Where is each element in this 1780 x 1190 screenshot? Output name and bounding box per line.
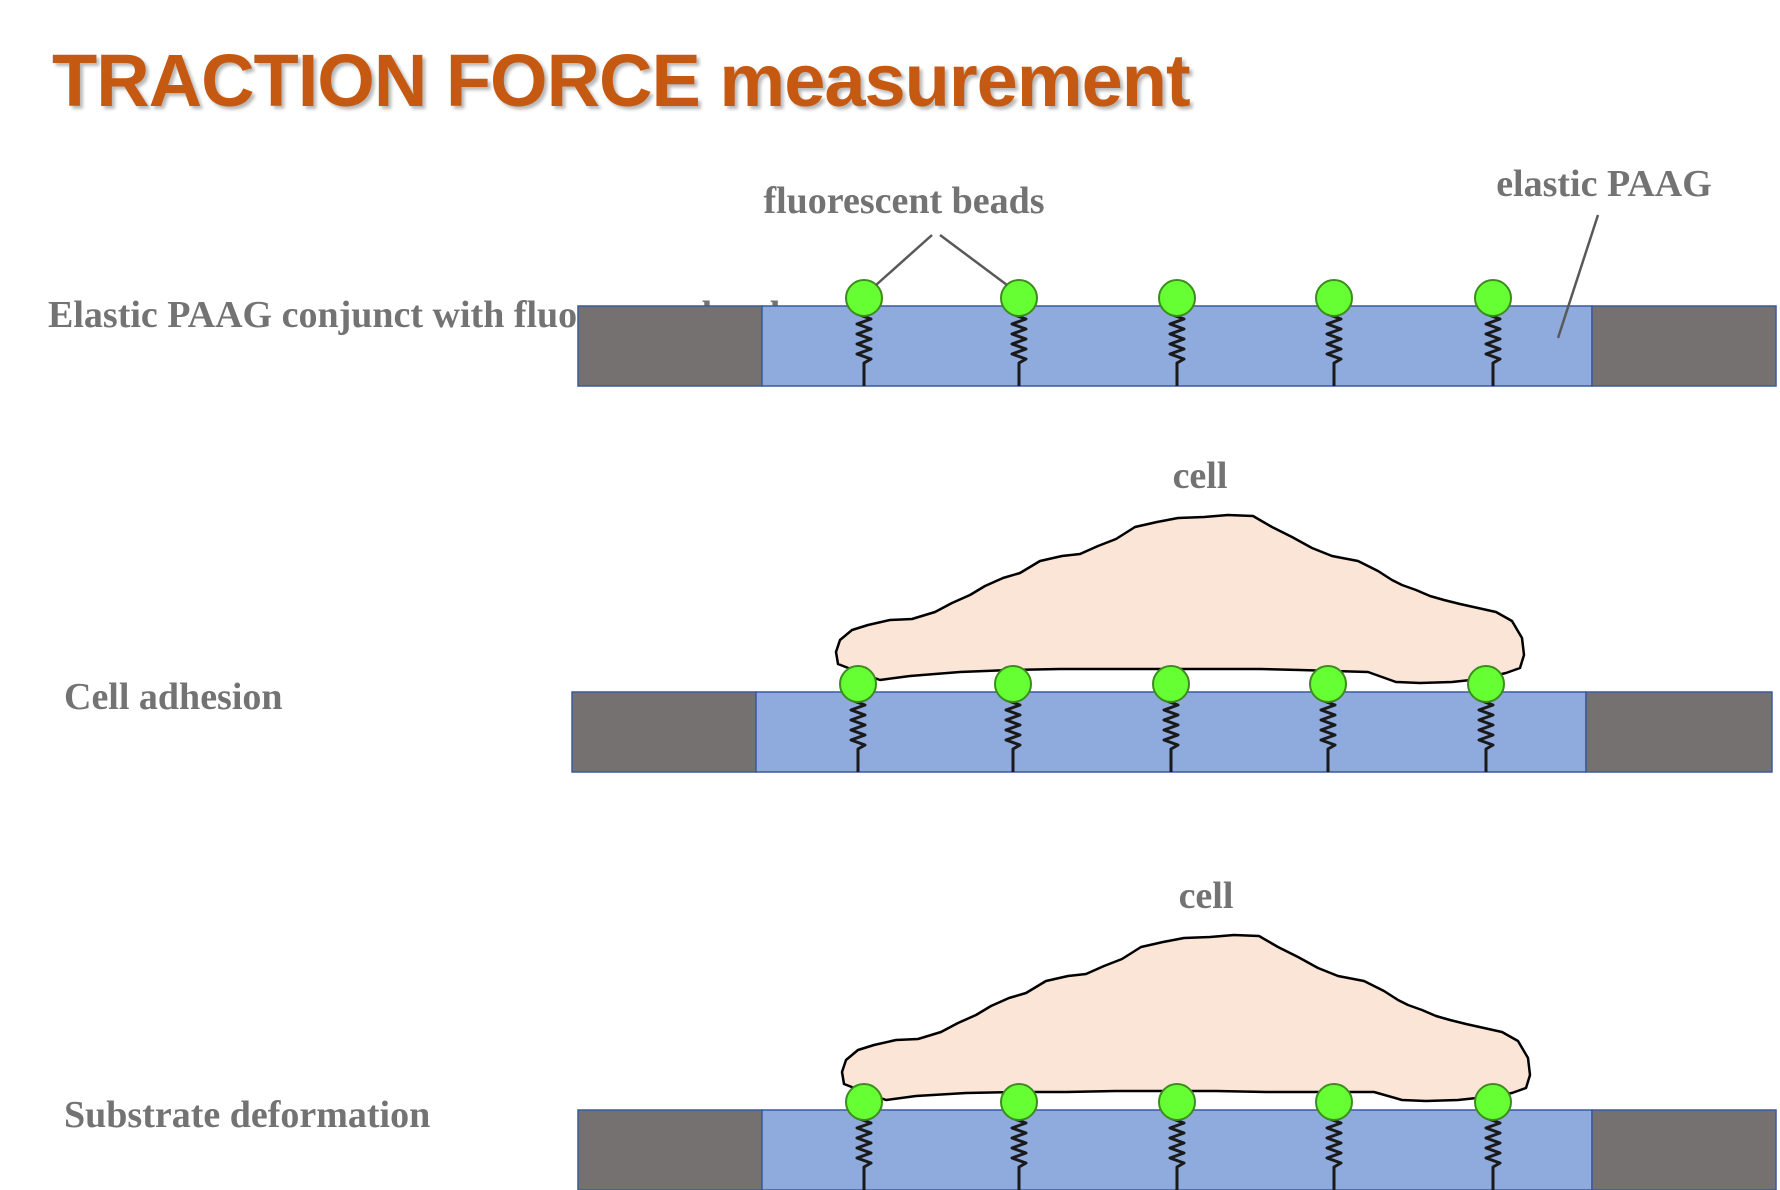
paag-pointer-line [1556,214,1600,339]
right-clamp [1591,305,1777,387]
fluorescent-bead [1152,665,1190,703]
beads-pointer-line [875,234,933,286]
fluorescent-bead [1474,1083,1512,1121]
cell-row-3: cell [840,875,1532,1103]
row-label-substrate-deformation: Substrate deformation [64,1094,431,1136]
fluorescent-bead [1000,1083,1038,1121]
beads-callout: fluorescent beads [763,180,1045,287]
fluorescent-bead [1309,665,1347,703]
substrate-row-1 [577,279,1777,388]
cell-label: cell [1173,455,1228,497]
fluorescent-bead [1158,1083,1196,1121]
fluorescent-bead [994,665,1032,703]
cell-body [840,933,1532,1103]
left-clamp [577,1109,763,1190]
right-clamp [1585,691,1773,773]
left-clamp [571,691,757,773]
fluorescent-bead [839,665,877,703]
paag-callout: elastic PAAG [1496,163,1712,339]
left-clamp [577,305,763,387]
fluorescent-bead [1474,279,1512,317]
paag-label: elastic PAAG [1496,163,1712,205]
fluorescent-bead [1000,279,1038,317]
cell-label: cell [1179,875,1234,917]
fluorescent-bead [1467,665,1505,703]
row-label-cell-adhesion: Cell adhesion [64,676,283,718]
fluorescent-bead [1315,1083,1353,1121]
fluorescent-bead [845,1083,883,1121]
substrate-row-2 [571,665,1773,774]
cell-row-2: cell [834,455,1526,685]
page-title: TRACTION FORCE measurement [52,39,1191,122]
fluorescent-bead [1158,279,1196,317]
fluorescent-bead [1315,279,1353,317]
beads-label: fluorescent beads [763,180,1044,222]
substrate-row-3 [577,1083,1777,1190]
right-clamp [1591,1109,1777,1190]
cell-body [834,513,1526,685]
beads-pointer-line [939,233,1008,287]
fluorescent-bead [845,279,883,317]
